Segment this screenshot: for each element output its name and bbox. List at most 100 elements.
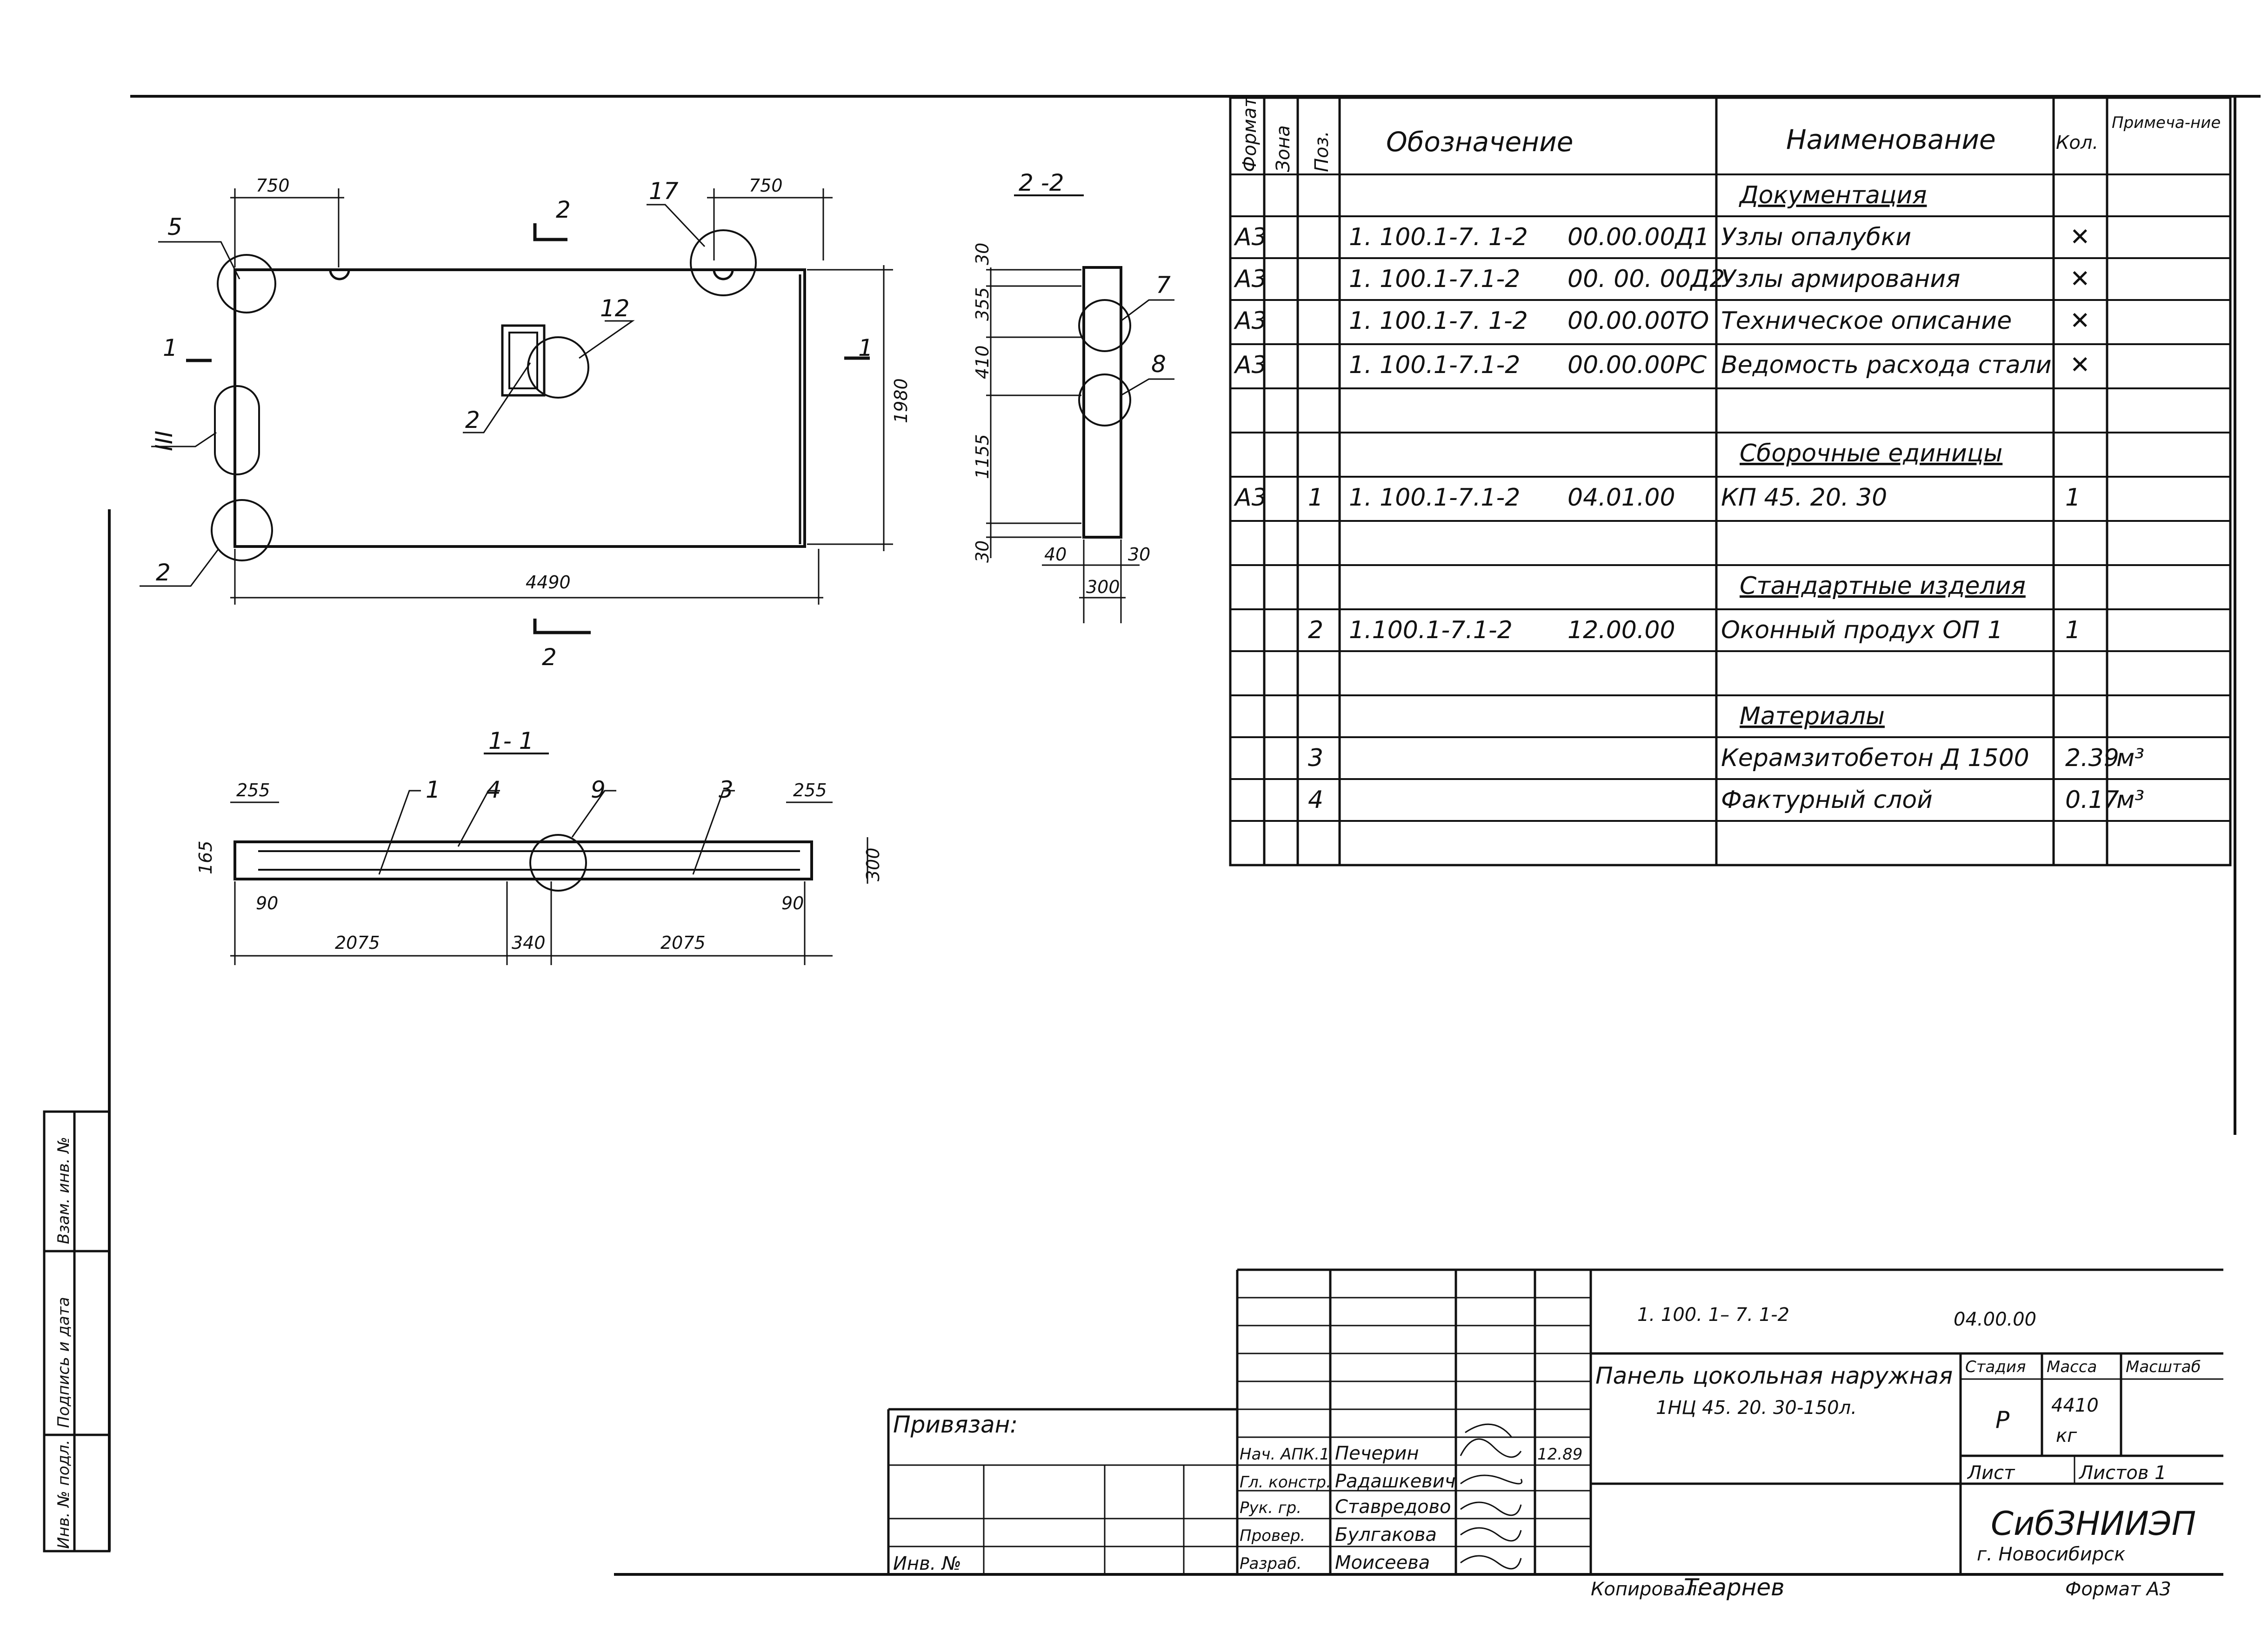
privyazan-label: Привязан: xyxy=(893,1411,1018,1438)
header-naimenovanie: Наименование xyxy=(1786,124,1996,155)
plan-dim-750-left: 750 xyxy=(256,175,290,196)
doc-number: 04.00.00 xyxy=(1954,1309,2036,1330)
dim-2075a: 2075 xyxy=(335,933,380,953)
callout-7: 7 xyxy=(1156,272,1171,299)
callout-8: 8 xyxy=(1151,351,1166,378)
callout-3: 3 xyxy=(719,776,734,803)
plan-dim-1980: 1980 xyxy=(891,378,911,423)
spec-row-14-naim: Фактурный слой xyxy=(1721,786,1933,814)
spec-row-7-naim: КП 45. 20. 30 xyxy=(1721,484,1887,512)
dim-30a: 30 xyxy=(972,243,993,265)
spec-row-7-kol: 1 xyxy=(2065,484,2081,512)
role-3-name: Булгакова xyxy=(1335,1524,1437,1546)
dim-90b: 90 xyxy=(781,893,804,913)
spec-row-13-poz: 3 xyxy=(1308,744,1323,772)
callout-2-corner: 2 xyxy=(156,559,171,586)
side-stamp: Взам. инв. № Подпись и дата Инв. № подл. xyxy=(43,1110,111,1553)
spec-row-3-kol: ✕ xyxy=(2070,307,2090,335)
section-mark-top: 2 xyxy=(556,196,571,223)
massa-value: 4410 xyxy=(2051,1395,2099,1416)
callout-III: III xyxy=(151,431,178,451)
dim-255b: 255 xyxy=(793,780,827,800)
plan-dim-750-right: 750 xyxy=(749,175,783,196)
header-primechanie: Примеча-ние xyxy=(2112,113,2221,132)
spec-row-13-naim: Керамзитобетон Д 1500 xyxy=(1721,744,2029,772)
spec-row-7-oboz: 1. 100.1-7.1-2 xyxy=(1349,484,1520,512)
role-0-name: Печерин xyxy=(1335,1443,1419,1464)
spec-row-10-oboz: 1.100.1-7.1-2 xyxy=(1349,616,1513,644)
section-mark-left: 1 xyxy=(163,334,178,361)
section-mark-bottom: 2 xyxy=(542,644,557,671)
organization: СибЗНИИЭП xyxy=(1991,1505,2196,1543)
spec-row-4-code: 00.00.00РС xyxy=(1568,351,1707,379)
spec-row-2-naim: Узлы армирования xyxy=(1721,265,1960,293)
spec-row-4-format: А3 xyxy=(1234,351,1267,379)
vzam-inv-label: Взам. инв. № xyxy=(54,1137,73,1244)
dim-355: 355 xyxy=(972,287,993,321)
callout-5: 5 xyxy=(167,213,182,240)
role-0-role: Нач. АПК.1 xyxy=(1240,1445,1330,1464)
spec-row-7-poz: 1 xyxy=(1308,484,1323,512)
callout-4: 4 xyxy=(486,776,501,803)
section-2-2: 2 -2 30 355 410 1155 30 40 30 300 7 8 xyxy=(972,169,1174,623)
spec-row-4-naim: Ведомость расхода стали xyxy=(1721,351,2052,379)
kopiroval-name: Теарнев xyxy=(1684,1574,1785,1601)
spec-row-2-oboz: 1. 100.1-7.1-2 xyxy=(1349,265,1520,293)
spec-row-3-oboz: 1. 100.1-7. 1-2 xyxy=(1349,307,1528,335)
role-1-role: Гл. констр. xyxy=(1240,1473,1331,1492)
dim-165: 165 xyxy=(195,840,216,874)
role-3-role: Провер. xyxy=(1240,1526,1305,1545)
spec-row-13-prim: м³ xyxy=(2116,744,2144,772)
spec-row-2-format: А3 xyxy=(1234,265,1267,293)
podpis-data-label: Подпись и дата xyxy=(54,1297,73,1428)
spec-row-9-naim: Стандартные изделия xyxy=(1740,572,2026,600)
spec-row-2-kol: ✕ xyxy=(2070,265,2090,293)
list-label: Лист xyxy=(1967,1462,2015,1484)
city: г. Новосибирск xyxy=(1977,1544,2125,1565)
callout-9: 9 xyxy=(591,776,606,803)
section-1-1-title: 1- 1 xyxy=(488,727,534,754)
title-line-2: 1НЦ 45. 20. 30-150л. xyxy=(1656,1397,1857,1419)
plan-view: 750 750 4490 1980 2 2 1 1 5 17 12 2 III … xyxy=(140,175,911,671)
spec-row-13-kol: 2.39 xyxy=(2065,744,2119,772)
spec-row-3-naim: Техническое описание xyxy=(1721,307,2012,335)
dim-30b: 30 xyxy=(972,540,993,563)
dim-300-s11: 300 xyxy=(863,847,883,881)
dim-90a: 90 xyxy=(256,893,278,913)
spec-row-4-kol: ✕ xyxy=(2070,351,2090,379)
plan-dim-4490: 4490 xyxy=(526,572,571,593)
doc-code: 1. 100. 1– 7. 1-2 xyxy=(1637,1304,1789,1326)
spec-row-3-code: 00.00.00ТО xyxy=(1568,307,1709,335)
spec-row-14-prim: м³ xyxy=(2116,786,2144,814)
title-line-1: Панель цокольная наружная xyxy=(1595,1362,1953,1389)
section-2-2-title: 2 -2 xyxy=(1019,169,1064,196)
dim-40: 40 xyxy=(1044,544,1067,565)
dim-2075b: 2075 xyxy=(660,933,706,953)
specification-table: Формат Зона Поз. Обозначение Наименовани… xyxy=(1229,96,2232,866)
spec-row-4-oboz: 1. 100.1-7.1-2 xyxy=(1349,351,1520,379)
header-kol: Кол. xyxy=(2056,132,2098,153)
header-poz: Поз. xyxy=(1311,131,1333,172)
spec-row-1-kol: ✕ xyxy=(2070,223,2090,251)
masshtab-label: Масштаб xyxy=(2126,1358,2201,1376)
spec-row-7-format: А3 xyxy=(1234,484,1267,512)
spec-row-14-kol: 0.17 xyxy=(2065,786,2119,814)
spec-row-14-poz: 4 xyxy=(1308,786,1323,814)
section-mark-right: 1 xyxy=(858,334,873,361)
spec-row-0-naim: Документация xyxy=(1739,181,1927,209)
spec-row-2-code: 00. 00. 00Д2 xyxy=(1568,265,1725,293)
callout-1: 1 xyxy=(426,776,440,803)
callout-17: 17 xyxy=(649,178,679,205)
kopiroval-label: Копировал: xyxy=(1591,1579,1703,1600)
format-label: Формат А3 xyxy=(2065,1579,2171,1600)
spec-row-10-kol: 1 xyxy=(2065,616,2081,644)
massa-unit: кг xyxy=(2056,1425,2077,1446)
callout-12: 12 xyxy=(600,295,630,322)
inv-podl-label: Инв. № подл. xyxy=(54,1440,73,1549)
listov-label: Листов 1 xyxy=(2078,1462,2167,1484)
header-oboznachenie: Обозначение xyxy=(1386,126,1573,158)
massa-label: Масса xyxy=(2047,1358,2097,1376)
